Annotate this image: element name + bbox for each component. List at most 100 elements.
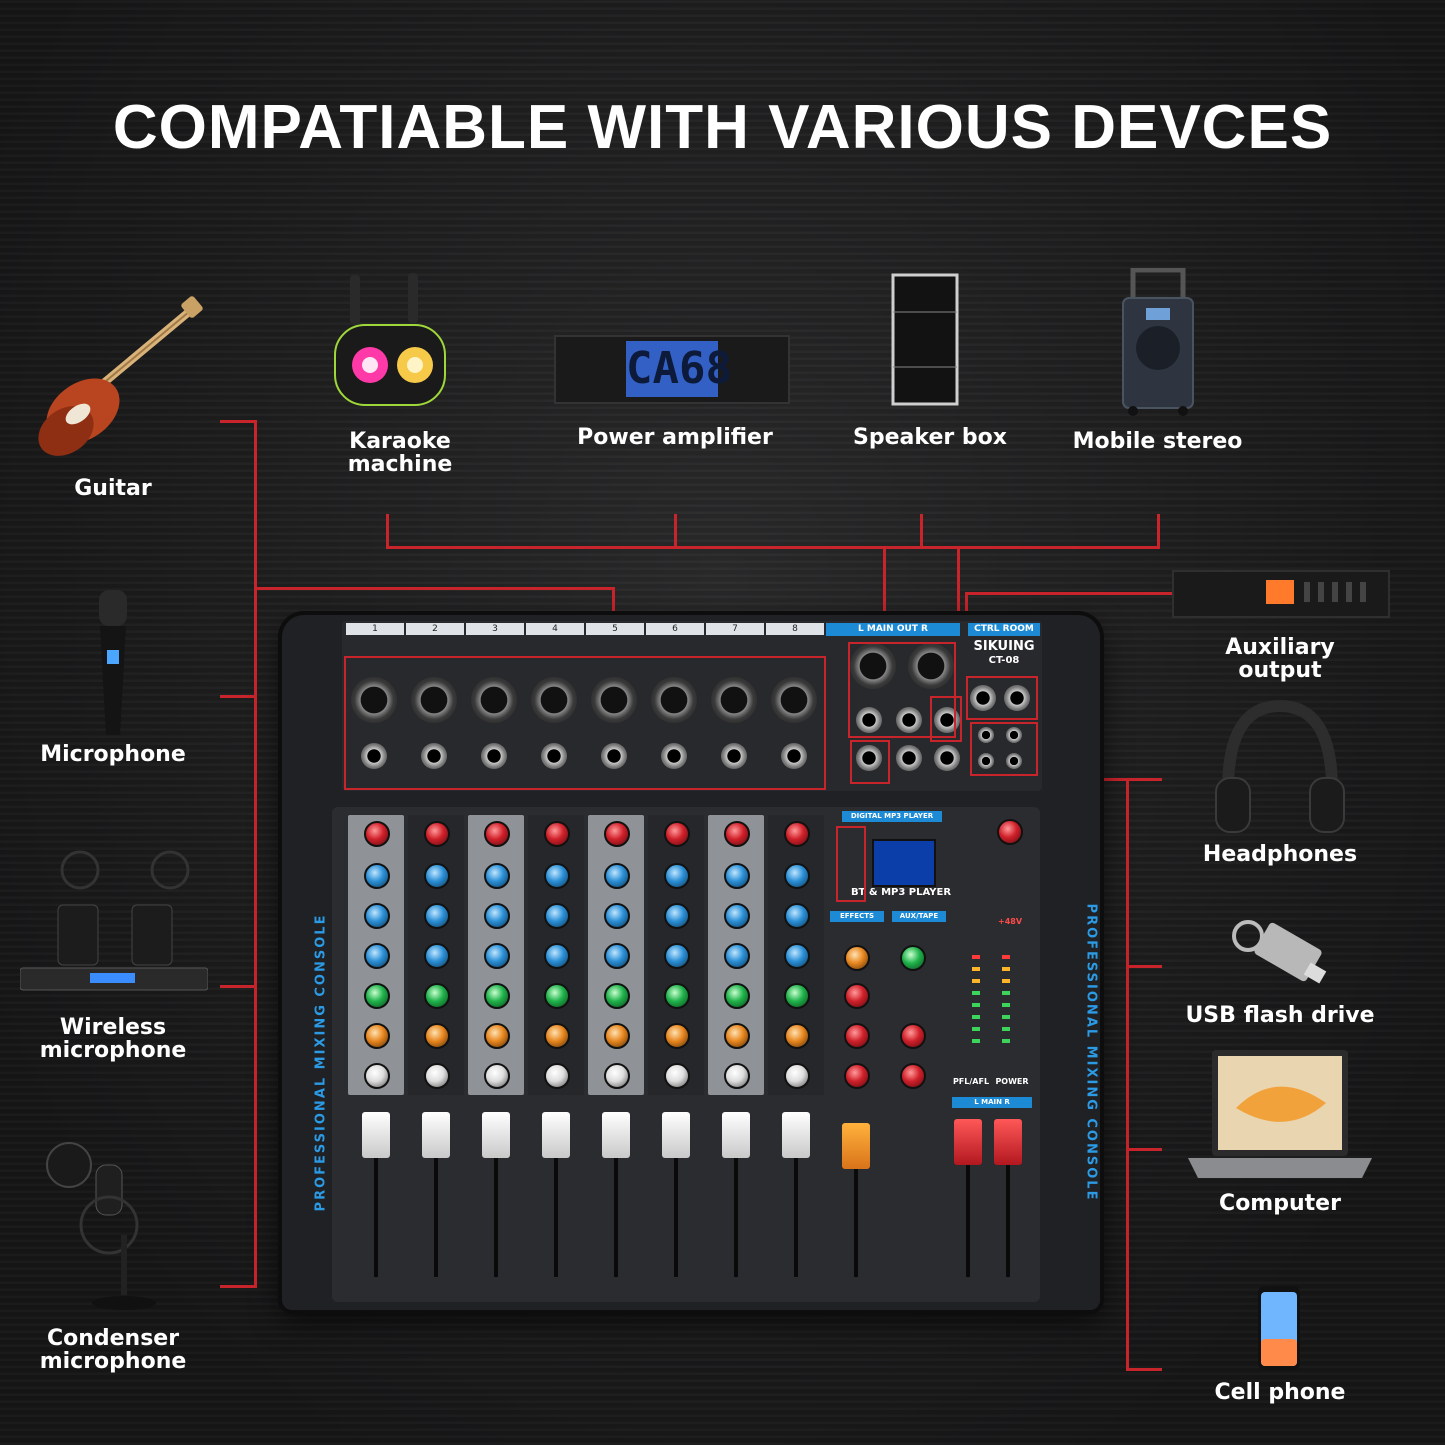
xlr-input-jack[interactable] bbox=[531, 677, 577, 723]
fx-knob[interactable] bbox=[424, 1023, 450, 1049]
lf-eq-knob[interactable] bbox=[784, 943, 810, 969]
mf-eq-knob[interactable] bbox=[544, 903, 570, 929]
fx-knob[interactable] bbox=[364, 1023, 390, 1049]
mf-eq-knob[interactable] bbox=[364, 903, 390, 929]
hf-eq-knob[interactable] bbox=[604, 863, 630, 889]
fx-knob[interactable] bbox=[784, 1023, 810, 1049]
pan-knob[interactable] bbox=[364, 1063, 390, 1089]
aux-jack[interactable] bbox=[896, 707, 922, 733]
gain-knob[interactable] bbox=[484, 821, 510, 847]
aux-knob[interactable] bbox=[424, 983, 450, 1009]
pan-knob[interactable] bbox=[484, 1063, 510, 1089]
channel-fader[interactable] bbox=[362, 1112, 390, 1158]
effects-fader[interactable] bbox=[842, 1123, 870, 1169]
headphones-knob[interactable] bbox=[900, 1063, 926, 1089]
aux-master-knob[interactable] bbox=[900, 945, 926, 971]
gain-knob[interactable] bbox=[364, 821, 390, 847]
pan-knob[interactable] bbox=[544, 1063, 570, 1089]
hf-eq-knob[interactable] bbox=[424, 863, 450, 889]
aux-knob[interactable] bbox=[664, 983, 690, 1009]
aux-jack[interactable] bbox=[856, 707, 882, 733]
ctrl-room-left-jack[interactable] bbox=[970, 685, 996, 711]
lf-eq-knob[interactable] bbox=[364, 943, 390, 969]
lf-eq-knob[interactable] bbox=[544, 943, 570, 969]
tape-jack[interactable] bbox=[1006, 727, 1022, 743]
xlr-input-jack[interactable] bbox=[471, 677, 517, 723]
mf-eq-knob[interactable] bbox=[604, 903, 630, 929]
hf-eq-knob[interactable] bbox=[364, 863, 390, 889]
line-input-jack[interactable] bbox=[661, 743, 687, 769]
lf-eq-knob[interactable] bbox=[484, 943, 510, 969]
gain-knob[interactable] bbox=[604, 821, 630, 847]
fx-knob[interactable] bbox=[544, 1023, 570, 1049]
main-out-right-jack[interactable] bbox=[908, 643, 954, 689]
channel-fader[interactable] bbox=[662, 1112, 690, 1158]
pan-knob[interactable] bbox=[664, 1063, 690, 1089]
fx-knob[interactable] bbox=[724, 1023, 750, 1049]
fx-pan-knob[interactable] bbox=[844, 1063, 870, 1089]
pan-knob[interactable] bbox=[424, 1063, 450, 1089]
channel-fader[interactable] bbox=[542, 1112, 570, 1158]
gain-knob[interactable] bbox=[724, 821, 750, 847]
aux-knob[interactable] bbox=[484, 983, 510, 1009]
pan-knob[interactable] bbox=[784, 1063, 810, 1089]
xlr-input-jack[interactable] bbox=[351, 677, 397, 723]
aux-knob[interactable] bbox=[724, 983, 750, 1009]
gain-knob[interactable] bbox=[784, 821, 810, 847]
line-input-jack[interactable] bbox=[541, 743, 567, 769]
aux-knob[interactable] bbox=[784, 983, 810, 1009]
gain-knob[interactable] bbox=[424, 821, 450, 847]
channel-fader[interactable] bbox=[422, 1112, 450, 1158]
line-input-jack[interactable] bbox=[781, 743, 807, 769]
mf-eq-knob[interactable] bbox=[664, 903, 690, 929]
line-input-jack[interactable] bbox=[421, 743, 447, 769]
delay-knob[interactable] bbox=[844, 983, 870, 1009]
gain-knob[interactable] bbox=[664, 821, 690, 847]
aux-knob[interactable] bbox=[604, 983, 630, 1009]
gain-knob[interactable] bbox=[544, 821, 570, 847]
xlr-input-jack[interactable] bbox=[771, 677, 817, 723]
repeat-knob[interactable] bbox=[844, 1023, 870, 1049]
tape-input-knob[interactable] bbox=[900, 1023, 926, 1049]
mf-eq-knob[interactable] bbox=[424, 903, 450, 929]
phones-jack[interactable] bbox=[856, 745, 882, 771]
mf-eq-knob[interactable] bbox=[484, 903, 510, 929]
aux-knob[interactable] bbox=[544, 983, 570, 1009]
fx-level-knob[interactable] bbox=[844, 945, 870, 971]
tape-jack[interactable] bbox=[978, 753, 994, 769]
hf-eq-knob[interactable] bbox=[724, 863, 750, 889]
line-input-jack[interactable] bbox=[481, 743, 507, 769]
channel-fader[interactable] bbox=[722, 1112, 750, 1158]
line-input-jack[interactable] bbox=[601, 743, 627, 769]
xlr-input-jack[interactable] bbox=[651, 677, 697, 723]
mf-eq-knob[interactable] bbox=[724, 903, 750, 929]
line-input-jack[interactable] bbox=[721, 743, 747, 769]
main-right-fader[interactable] bbox=[994, 1119, 1022, 1165]
channel-fader[interactable] bbox=[482, 1112, 510, 1158]
lf-eq-knob[interactable] bbox=[604, 943, 630, 969]
xlr-input-jack[interactable] bbox=[711, 677, 757, 723]
effect-jack[interactable] bbox=[934, 745, 960, 771]
main-left-fader[interactable] bbox=[954, 1119, 982, 1165]
xlr-input-jack[interactable] bbox=[591, 677, 637, 723]
aux-send-jack[interactable] bbox=[896, 745, 922, 771]
lf-eq-knob[interactable] bbox=[724, 943, 750, 969]
lf-eq-knob[interactable] bbox=[664, 943, 690, 969]
ctrl-room-right-jack[interactable] bbox=[1004, 685, 1030, 711]
channel-fader[interactable] bbox=[602, 1112, 630, 1158]
tape-jack[interactable] bbox=[1006, 753, 1022, 769]
mp3-level-knob[interactable] bbox=[997, 819, 1023, 845]
pan-knob[interactable] bbox=[604, 1063, 630, 1089]
pan-knob[interactable] bbox=[724, 1063, 750, 1089]
main-out-left-jack[interactable] bbox=[850, 643, 896, 689]
fx-knob[interactable] bbox=[484, 1023, 510, 1049]
hf-eq-knob[interactable] bbox=[484, 863, 510, 889]
mf-eq-knob[interactable] bbox=[784, 903, 810, 929]
hf-eq-knob[interactable] bbox=[544, 863, 570, 889]
lf-eq-knob[interactable] bbox=[424, 943, 450, 969]
fx-knob[interactable] bbox=[664, 1023, 690, 1049]
hf-eq-knob[interactable] bbox=[664, 863, 690, 889]
xlr-input-jack[interactable] bbox=[411, 677, 457, 723]
tape-jack[interactable] bbox=[978, 727, 994, 743]
hf-eq-knob[interactable] bbox=[784, 863, 810, 889]
